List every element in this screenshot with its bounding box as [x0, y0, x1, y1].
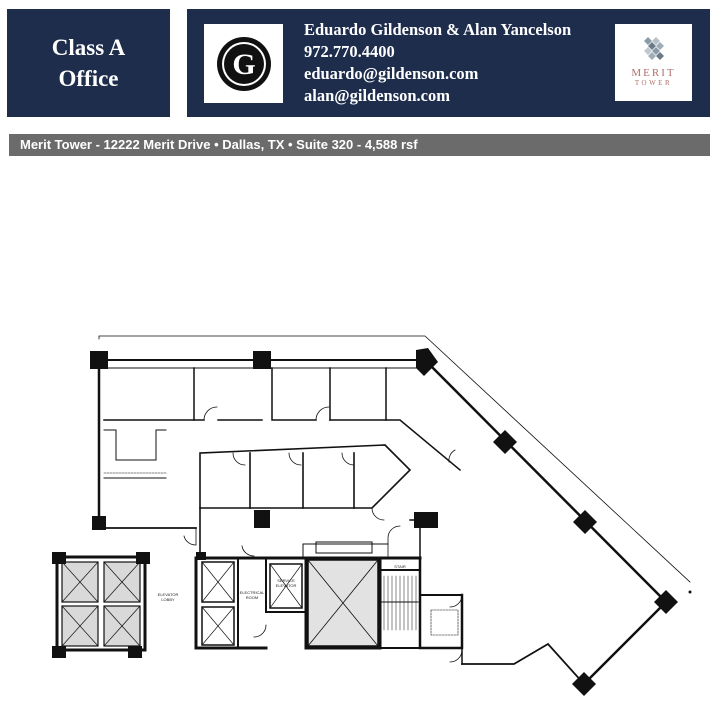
merit-tower-logo-icon: MERIT TOWER	[615, 24, 692, 101]
stair-label: STAIR	[394, 564, 406, 569]
electrical-room-label-1: ELECTRICAL	[240, 590, 265, 595]
electrical-room-label-2: ROOM	[246, 595, 258, 600]
tower-logo-word: TOWER	[634, 79, 673, 87]
contact-box: G Eduardo Gildenson & Alan Yancelson 972…	[187, 9, 710, 117]
elevator-lobby-label-1: ELEVATOR	[158, 592, 179, 597]
g-monogram-logo-icon: G	[204, 24, 283, 103]
contact-email-alan[interactable]: alan@gildenson.com	[304, 86, 450, 105]
class-line-1: Class A	[51, 35, 126, 60]
contact-names: Eduardo Gildenson & Alan Yancelson	[304, 20, 572, 39]
class-line-2: Office	[58, 66, 119, 91]
floor-plan: ELEVATOR LOBBY ELECTRICAL ROOM SERVICE E…	[52, 335, 692, 696]
svg-text:G: G	[232, 48, 255, 81]
contact-phone[interactable]: 972.770.4400	[304, 42, 395, 61]
merit-logo-word: MERIT	[631, 67, 676, 79]
class-a-office-box: Class A Office	[7, 9, 170, 117]
elevator-lobby-label-2: LOBBY	[161, 597, 175, 602]
service-elevator-label-1: SERVICE	[277, 578, 295, 583]
contact-email-eduardo[interactable]: eduardo@gildenson.com	[304, 64, 479, 83]
address-bar: Merit Tower - 12222 Merit Drive • Dallas…	[9, 134, 710, 156]
service-elevator-label-2: ELEVATOR	[276, 583, 297, 588]
